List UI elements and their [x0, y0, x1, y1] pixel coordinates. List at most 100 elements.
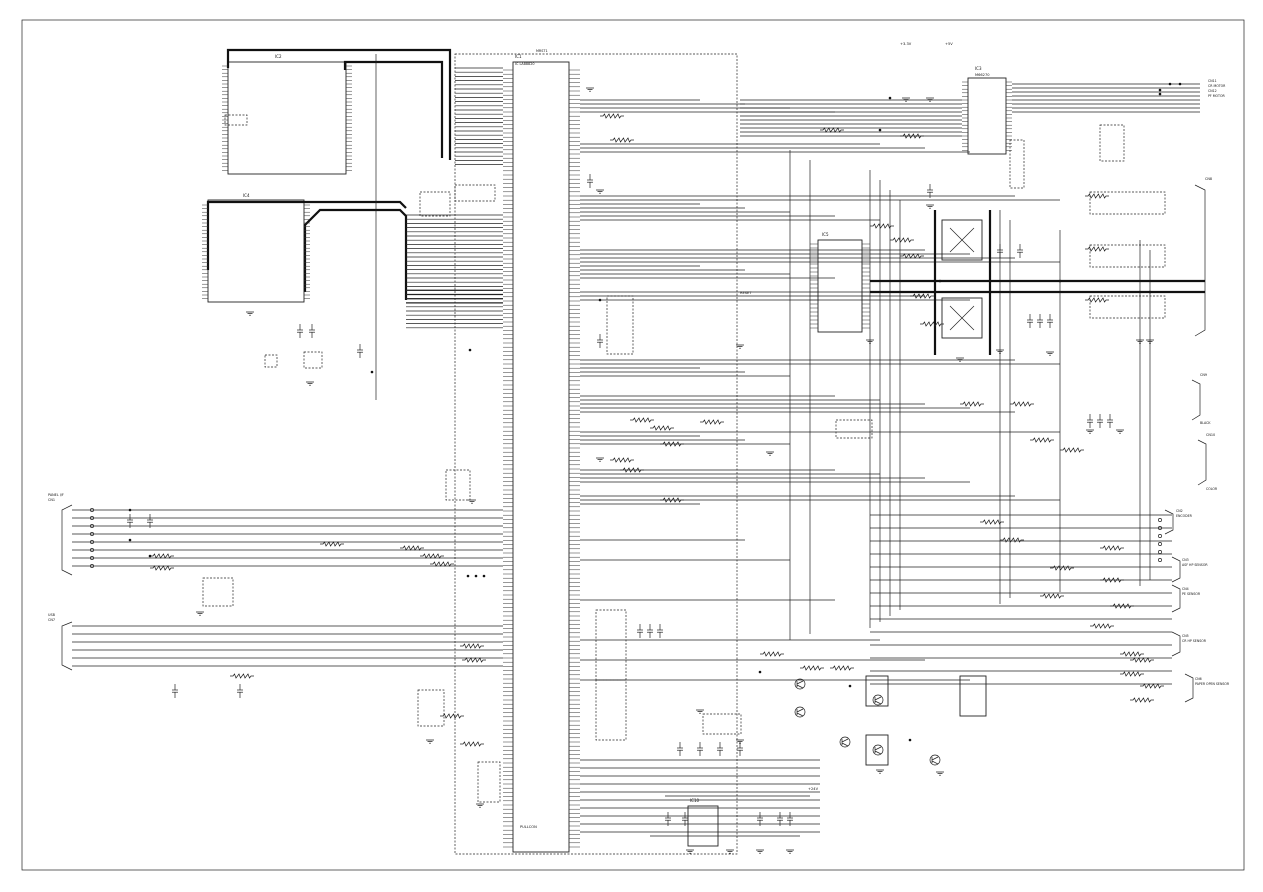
junction-dot	[1058, 279, 1062, 283]
test-point	[1158, 534, 1162, 538]
dashed-block-b	[454, 184, 496, 202]
connector-cn7: USB CN7	[48, 613, 73, 671]
dashed-block-p	[959, 675, 987, 717]
junction-dot	[878, 128, 882, 132]
label-reset: RESET	[740, 291, 752, 295]
ic1: IC1 IC LA88820 MRST1	[512, 49, 570, 853]
ic1-part: IC LA88820	[515, 62, 535, 66]
ground-symbol	[756, 849, 764, 854]
test-point	[1158, 550, 1162, 554]
connector-cn1: PANEL I/F CN1	[48, 493, 73, 576]
resistor	[900, 133, 924, 139]
ic2: IC2	[227, 54, 347, 175]
svg-text:PE SENSOR: PE SENSOR	[1182, 592, 1201, 596]
ground-symbol	[686, 849, 694, 854]
resistor	[1030, 437, 1054, 443]
test-point	[90, 556, 94, 560]
resistor	[420, 553, 444, 559]
transistor-symbol	[931, 756, 939, 765]
dashed-block-a	[419, 191, 451, 217]
junction-dot	[1148, 290, 1152, 294]
resistor	[700, 419, 724, 425]
sheet-border	[21, 19, 1245, 871]
label-p24v: +24V	[808, 787, 819, 791]
junction-dot	[938, 279, 942, 283]
ground-symbol	[586, 87, 594, 92]
resistor	[460, 741, 484, 747]
mosfet-upper-symbol	[949, 227, 975, 253]
transistor	[794, 678, 806, 690]
ground-symbol	[956, 357, 964, 362]
transistor	[872, 694, 884, 706]
resistor	[1085, 246, 1109, 252]
transistor-symbol	[841, 738, 849, 747]
connector-cn11: CN11 CR MOTOR	[1208, 79, 1226, 88]
ground-symbol	[196, 611, 204, 616]
ic3: IC3 M66270	[967, 66, 1007, 155]
transistor	[872, 744, 884, 756]
test-point	[90, 548, 94, 552]
svg-text:ENCODER: ENCODER	[1176, 514, 1193, 518]
svg-text:PAPER OPEN SENSOR: PAPER OPEN SENSOR	[1195, 682, 1230, 686]
svg-text:USB: USB	[48, 613, 56, 617]
resistor	[150, 553, 174, 559]
junction-dot	[128, 508, 132, 512]
svg-text:CN5: CN5	[1182, 634, 1189, 638]
junction-dot	[908, 738, 912, 742]
transistor	[794, 706, 806, 718]
head-driver-upper	[1089, 191, 1166, 215]
resistor	[1050, 565, 1074, 571]
resistor	[610, 137, 634, 143]
connector-cn12: CN12 PF MOTOR	[1208, 89, 1225, 98]
ground-symbol	[766, 451, 774, 456]
resistor	[1000, 537, 1024, 543]
junction-dot	[988, 279, 992, 283]
transistor	[839, 736, 851, 748]
svg-text:CN8: CN8	[1205, 177, 1212, 181]
ic10-ref: IC10	[690, 798, 700, 803]
junction-dot	[988, 290, 992, 294]
mosfet-lower-symbol	[949, 305, 975, 331]
dashed-block-n	[865, 675, 889, 707]
ground-symbol	[996, 349, 1004, 354]
resistor	[660, 441, 684, 447]
dashed-block-k	[702, 713, 742, 735]
junction-dot	[848, 684, 852, 688]
test-point	[90, 516, 94, 520]
dashed-block-o	[865, 734, 889, 766]
ground-symbol	[1086, 429, 1094, 434]
test-point	[1158, 542, 1162, 546]
ground-symbol	[876, 769, 884, 774]
junction-dot	[370, 370, 374, 374]
ground-symbol	[936, 771, 944, 776]
resistor	[460, 643, 484, 649]
junction-dot	[482, 574, 486, 578]
test-point	[90, 532, 94, 536]
svg-text:CN7: CN7	[48, 618, 55, 622]
svg-text:CN1: CN1	[48, 498, 55, 502]
head-driver-lower	[1089, 244, 1166, 268]
resistor	[1090, 623, 1114, 629]
ic1-area-frame	[454, 53, 738, 855]
ground-symbol	[696, 709, 704, 714]
resistor	[660, 497, 684, 503]
test-point	[1158, 526, 1162, 530]
svg-text:CN11: CN11	[1208, 79, 1217, 83]
resistor	[320, 541, 344, 547]
ground-symbol	[1146, 339, 1154, 344]
test-point	[90, 564, 94, 568]
transistor	[929, 754, 941, 766]
dashed-block-m	[1099, 124, 1125, 162]
dashed-block-q	[224, 114, 248, 126]
junction-dot	[1158, 88, 1162, 92]
resistor	[650, 425, 674, 431]
svg-text:CN9: CN9	[1200, 373, 1207, 377]
connector-cn4: CN4 PE SENSOR	[1171, 584, 1201, 613]
resistor	[610, 457, 634, 463]
ground-symbol	[866, 339, 874, 344]
junction-dot	[1168, 82, 1172, 86]
test-point	[90, 540, 94, 544]
resistor	[820, 127, 844, 133]
junction-dot	[474, 574, 478, 578]
